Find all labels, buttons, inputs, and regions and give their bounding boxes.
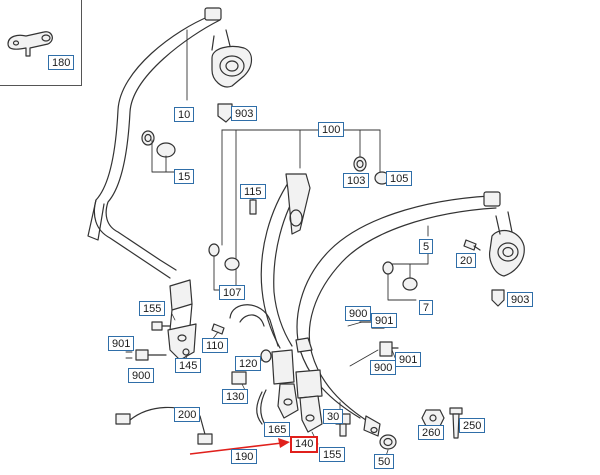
bracket-icon xyxy=(7,31,53,57)
part-label-145[interactable]: 145 xyxy=(175,358,202,373)
bolt-icon xyxy=(231,371,247,385)
part-label-105[interactable]: 105 xyxy=(386,171,413,186)
part-label-100[interactable]: 100 xyxy=(318,122,345,137)
part-label-900[interactable]: 900 xyxy=(370,360,397,375)
bolt-icon xyxy=(379,341,399,357)
part-label-140-highlighted[interactable]: 140 xyxy=(290,436,319,453)
strap-icon xyxy=(256,391,263,425)
bolt-icon xyxy=(151,321,171,331)
buckle-icon xyxy=(167,279,197,361)
part-label-103[interactable]: 103 xyxy=(343,173,370,188)
center-belt-webbing xyxy=(229,173,311,349)
part-label-120[interactable]: 120 xyxy=(235,356,262,371)
part-label-900[interactable]: 900 xyxy=(128,368,155,383)
part-label-260[interactable]: 260 xyxy=(418,425,445,440)
grommet-icon xyxy=(141,130,176,158)
part-label-903[interactable]: 903 xyxy=(507,292,534,307)
part-label-5[interactable]: 5 xyxy=(419,239,434,254)
part-label-901[interactable]: 901 xyxy=(395,352,422,367)
part-label-165[interactable]: 165 xyxy=(264,422,291,437)
highlight-arrow xyxy=(189,438,290,455)
part-label-50[interactable]: 50 xyxy=(374,454,395,469)
bolt-icon xyxy=(449,407,463,439)
part-label-200[interactable]: 200 xyxy=(174,407,201,422)
anchor-icon xyxy=(363,415,381,437)
part-label-107[interactable]: 107 xyxy=(219,285,246,300)
part-label-250[interactable]: 250 xyxy=(459,418,486,433)
part-label-900[interactable]: 900 xyxy=(345,306,372,321)
part-label-7[interactable]: 7 xyxy=(419,300,434,315)
part-label-155[interactable]: 155 xyxy=(319,447,346,462)
part-label-15[interactable]: 15 xyxy=(174,169,195,184)
grommet-icon xyxy=(208,243,220,257)
grommet-icon xyxy=(353,156,367,172)
part-label-110[interactable]: 110 xyxy=(202,338,228,353)
clip-icon xyxy=(224,257,240,271)
part-label-180[interactable]: 180 xyxy=(48,55,75,70)
clip-icon xyxy=(491,289,505,307)
right-belt-webbing xyxy=(296,191,501,425)
bolt-icon xyxy=(135,349,167,361)
clip-icon xyxy=(402,277,418,291)
part-label-901[interactable]: 901 xyxy=(371,313,398,328)
buckle-icon xyxy=(271,337,323,433)
clip-icon xyxy=(217,103,233,123)
part-label-30[interactable]: 30 xyxy=(323,409,344,424)
bolt-icon xyxy=(211,323,225,335)
part-label-10[interactable]: 10 xyxy=(174,107,195,122)
part-label-190[interactable]: 190 xyxy=(231,449,258,464)
nut-icon xyxy=(421,409,445,427)
part-label-901[interactable]: 901 xyxy=(108,336,135,351)
washer-icon xyxy=(379,434,397,450)
part-label-115[interactable]: 115 xyxy=(240,184,266,199)
part-label-155[interactable]: 155 xyxy=(139,301,166,316)
part-label-130[interactable]: 130 xyxy=(222,389,249,404)
part-label-903[interactable]: 903 xyxy=(231,106,258,121)
bolt-icon xyxy=(463,239,481,251)
grommet-icon xyxy=(260,349,272,363)
left-belt-webbing xyxy=(87,7,222,279)
part-label-20[interactable]: 20 xyxy=(456,253,477,268)
inset-frame xyxy=(0,0,82,86)
right-retractor xyxy=(489,211,525,277)
grommet-icon xyxy=(382,261,394,275)
left-retractor xyxy=(211,29,253,88)
